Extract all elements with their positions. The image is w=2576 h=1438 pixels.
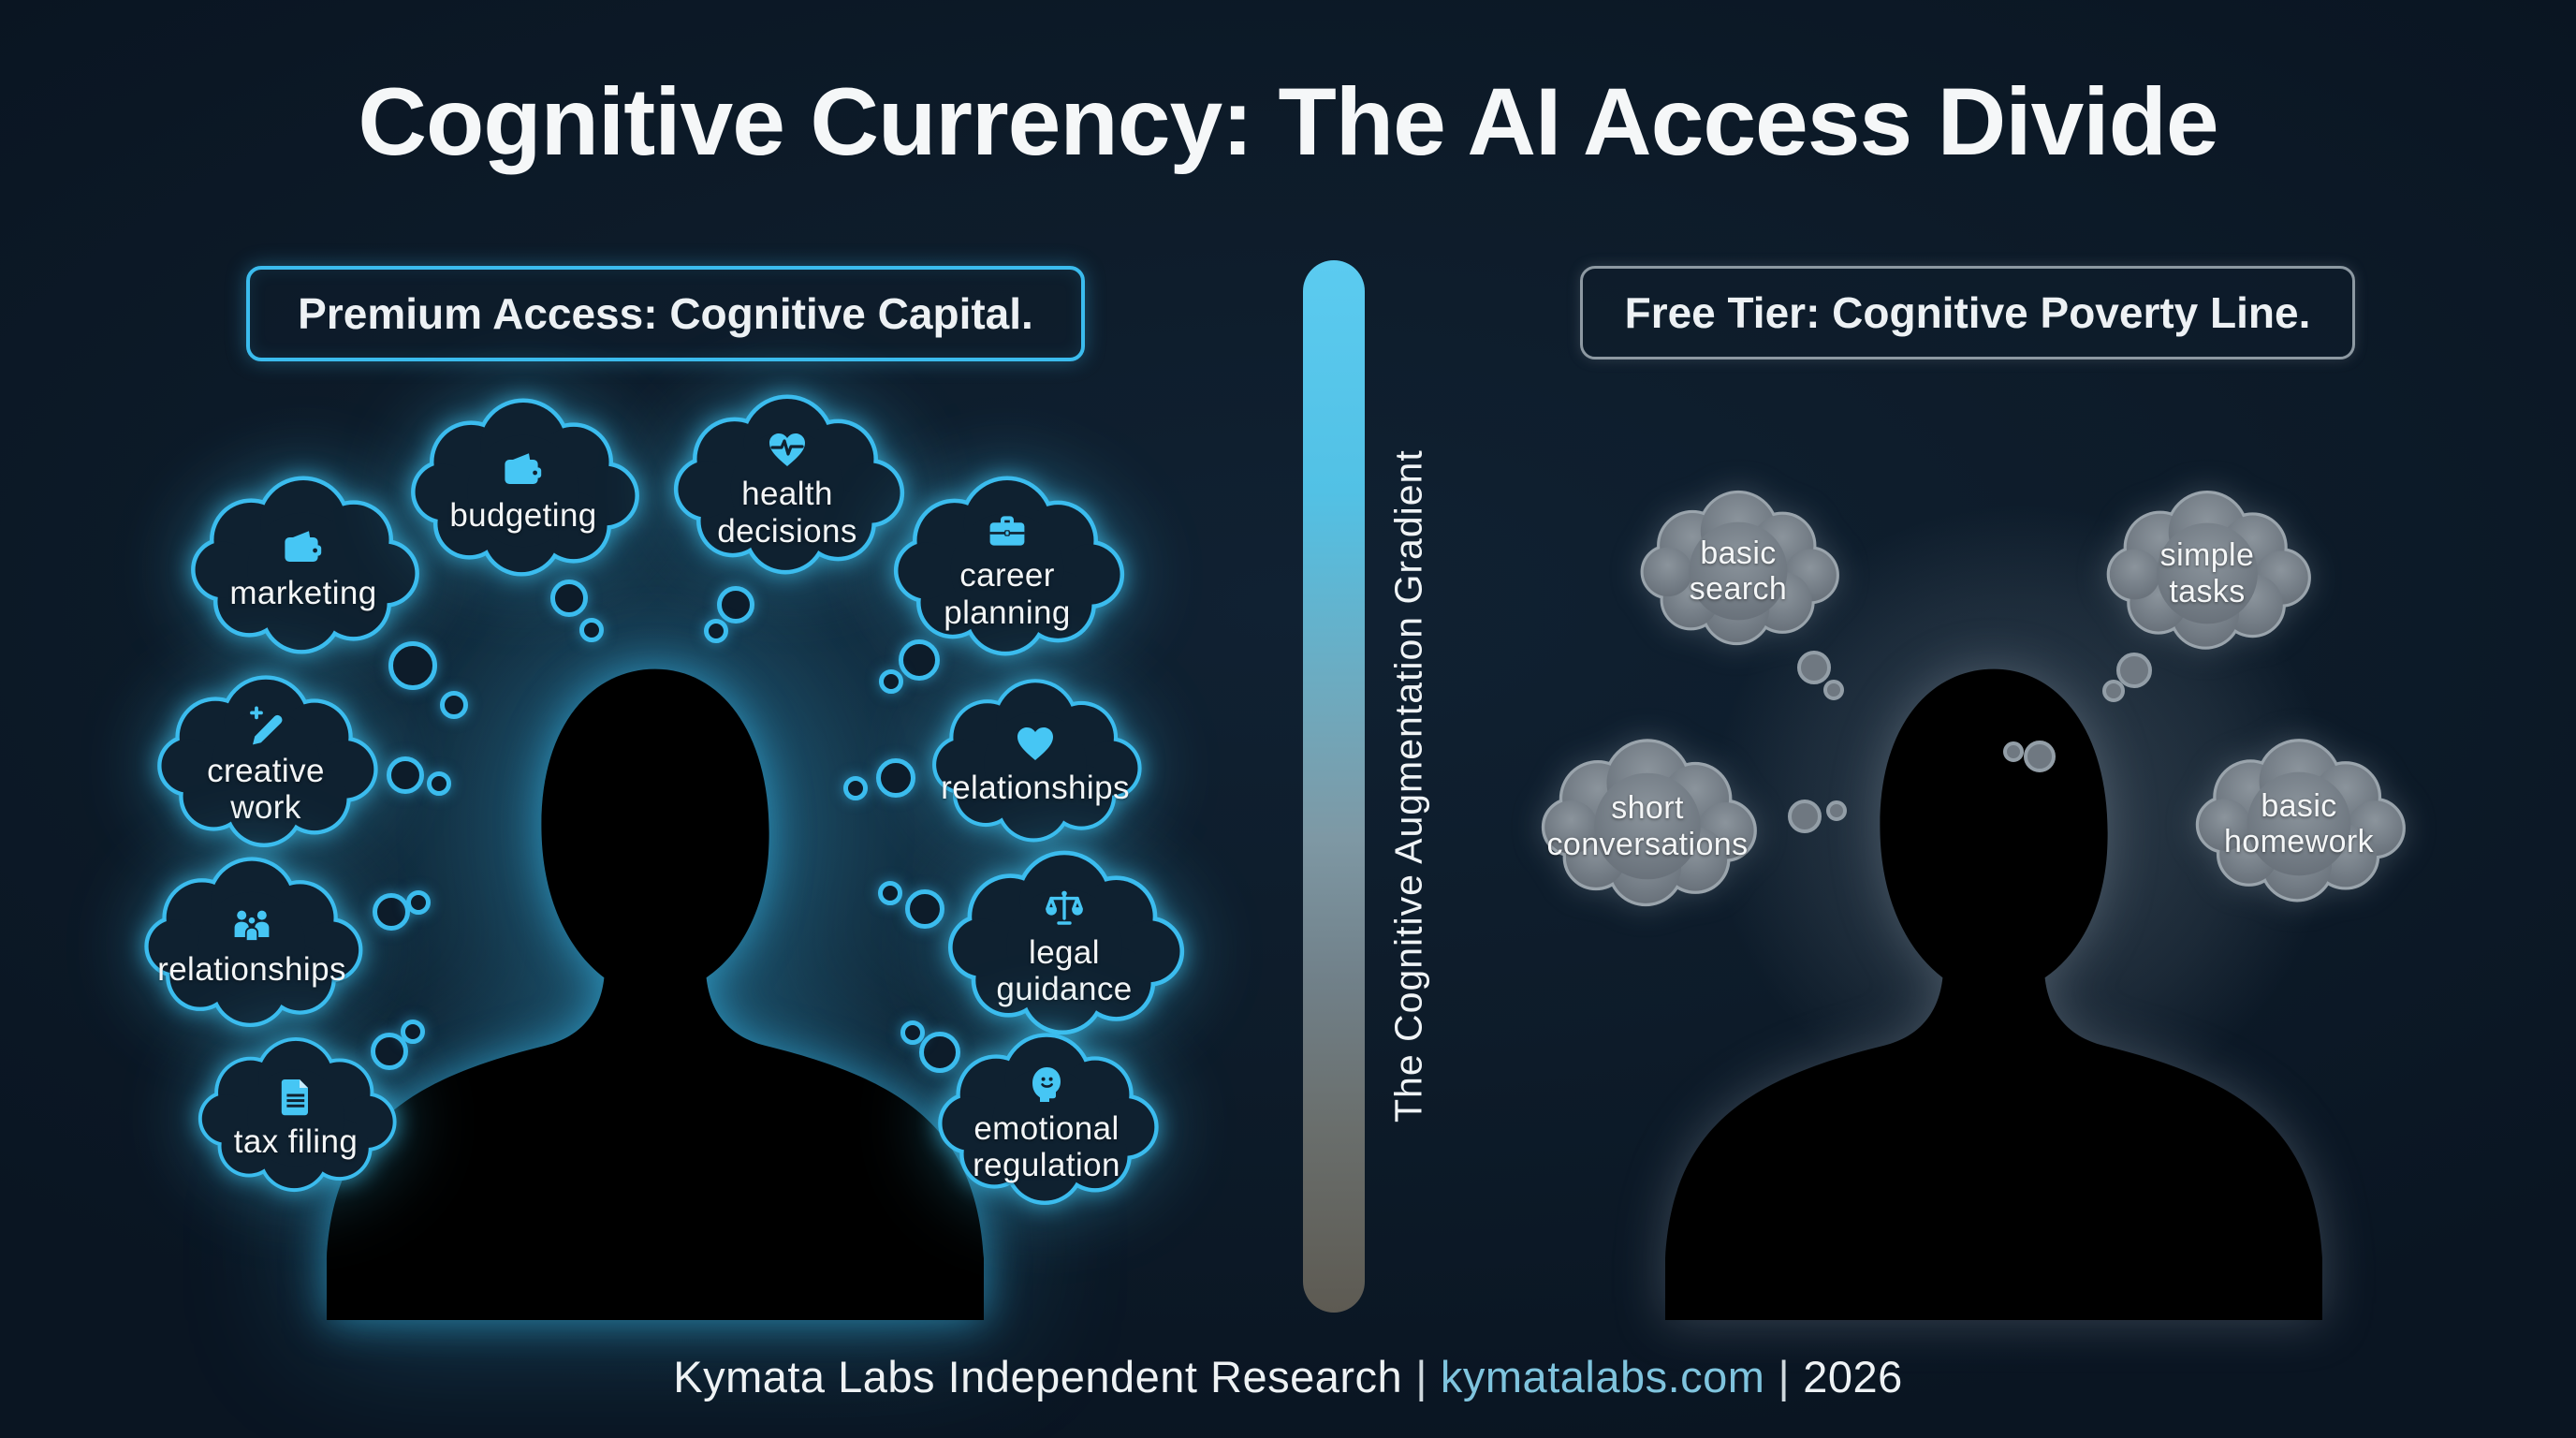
thought-bubble-relationships-work: relationships bbox=[124, 854, 379, 1037]
bubble-label: tax filing bbox=[233, 1123, 359, 1161]
thought-bubble-creative-work: creative work bbox=[148, 672, 384, 858]
people-group-icon bbox=[227, 902, 276, 947]
bubble-label: marketing bbox=[229, 574, 377, 611]
thought-dot bbox=[1797, 651, 1831, 684]
document-icon bbox=[271, 1075, 320, 1120]
thought-bubble-tax-filing: tax filing bbox=[187, 1034, 404, 1201]
thought-dot bbox=[1823, 680, 1844, 700]
thought-dot bbox=[388, 641, 437, 690]
footer-credit: Kymata Labs Independent Research|kymatal… bbox=[0, 1351, 2576, 1402]
cognitive-gradient-bar bbox=[1303, 260, 1365, 1313]
thought-dot bbox=[879, 669, 903, 694]
thought-dot bbox=[373, 893, 410, 931]
thought-dot bbox=[406, 890, 431, 915]
premium-tier-label: Premium Access: Cognitive Capital. bbox=[246, 266, 1085, 361]
thought-bubble-budgeting: budgeting bbox=[401, 395, 646, 587]
wallet-icon bbox=[279, 526, 328, 571]
thought-bubble-career-planning: career planning bbox=[885, 473, 1130, 667]
bubble-label: creative work bbox=[207, 752, 325, 826]
bubble-label: budgeting bbox=[449, 496, 597, 534]
bubble-label: short conversations bbox=[1546, 790, 1749, 862]
thought-dot bbox=[919, 1032, 960, 1073]
thought-dot bbox=[579, 618, 604, 642]
wallet-icon bbox=[499, 448, 548, 493]
footer-site-link[interactable]: kymatalabs.com bbox=[1440, 1352, 1765, 1401]
bubble-label: basic search bbox=[1689, 535, 1788, 607]
bubble-label: career planning bbox=[944, 557, 1071, 631]
footer-year: 2026 bbox=[1803, 1352, 1903, 1401]
head-smile-icon bbox=[1022, 1062, 1071, 1107]
bubble-label: relationships bbox=[157, 951, 346, 989]
heart-pulse-icon bbox=[763, 427, 812, 472]
footer-separator: | bbox=[1415, 1352, 1427, 1401]
footer-separator: | bbox=[1778, 1352, 1791, 1401]
footer-research: Kymata Labs Independent Research bbox=[673, 1352, 1403, 1401]
heart-icon bbox=[1011, 721, 1060, 766]
thought-bubble-basic-search: basic search bbox=[1627, 487, 1850, 655]
thought-dot bbox=[843, 776, 868, 800]
bubble-label: relationships bbox=[941, 770, 1130, 807]
thought-bubble-short-conversations: short conversations bbox=[1507, 735, 1788, 917]
thought-dot bbox=[427, 771, 451, 796]
scales-icon bbox=[1040, 886, 1089, 931]
thought-dot bbox=[876, 758, 915, 798]
bubble-label: emotional regulation bbox=[973, 1109, 1120, 1183]
thought-bubble-legal-guidance: legal guidance bbox=[936, 847, 1193, 1046]
thought-dot bbox=[905, 889, 944, 929]
thought-dot bbox=[2102, 680, 2125, 702]
free-tier-label: Free Tier: Cognitive Poverty Line. bbox=[1580, 266, 2355, 360]
briefcase-icon bbox=[983, 508, 1032, 553]
bubble-label: legal guidance bbox=[996, 933, 1133, 1007]
thought-dot bbox=[900, 1020, 925, 1045]
page-title: Cognitive Currency: The AI Access Divide bbox=[358, 68, 2218, 175]
thought-dot bbox=[1826, 800, 1847, 821]
thought-bubble-marketing: marketing bbox=[181, 473, 426, 665]
thought-bubble-emotional-regulation: emotional regulation bbox=[920, 1030, 1173, 1215]
thought-bubble-simple-tasks: simple tasks bbox=[2095, 487, 2320, 660]
thought-dot bbox=[1788, 800, 1822, 833]
thought-bubble-health-decisions: health decisions bbox=[663, 391, 912, 585]
thought-dot bbox=[704, 619, 728, 643]
thought-dot bbox=[550, 580, 588, 617]
thought-bubble-relationships: relationships bbox=[906, 676, 1164, 852]
gradient-axis-label: The Cognitive Augmentation Gradient bbox=[1386, 449, 1430, 1123]
thought-dot bbox=[401, 1020, 425, 1044]
thought-dot bbox=[371, 1033, 408, 1070]
bubble-label: health decisions bbox=[717, 476, 857, 550]
thought-dot bbox=[899, 639, 940, 681]
pencil-sparkle-icon bbox=[242, 704, 290, 749]
bubble-label: simple tasks bbox=[2159, 537, 2255, 609]
thought-dot bbox=[2116, 653, 2152, 688]
thought-dot bbox=[717, 586, 754, 624]
thought-dot bbox=[2024, 741, 2056, 772]
thought-dot bbox=[2003, 741, 2024, 762]
thought-dot bbox=[387, 756, 424, 794]
thought-bubble-basic-homework: basic homework bbox=[2174, 735, 2424, 913]
thought-dot bbox=[440, 691, 468, 719]
bubble-label: basic homework bbox=[2223, 787, 2375, 859]
thought-dot bbox=[878, 881, 902, 905]
